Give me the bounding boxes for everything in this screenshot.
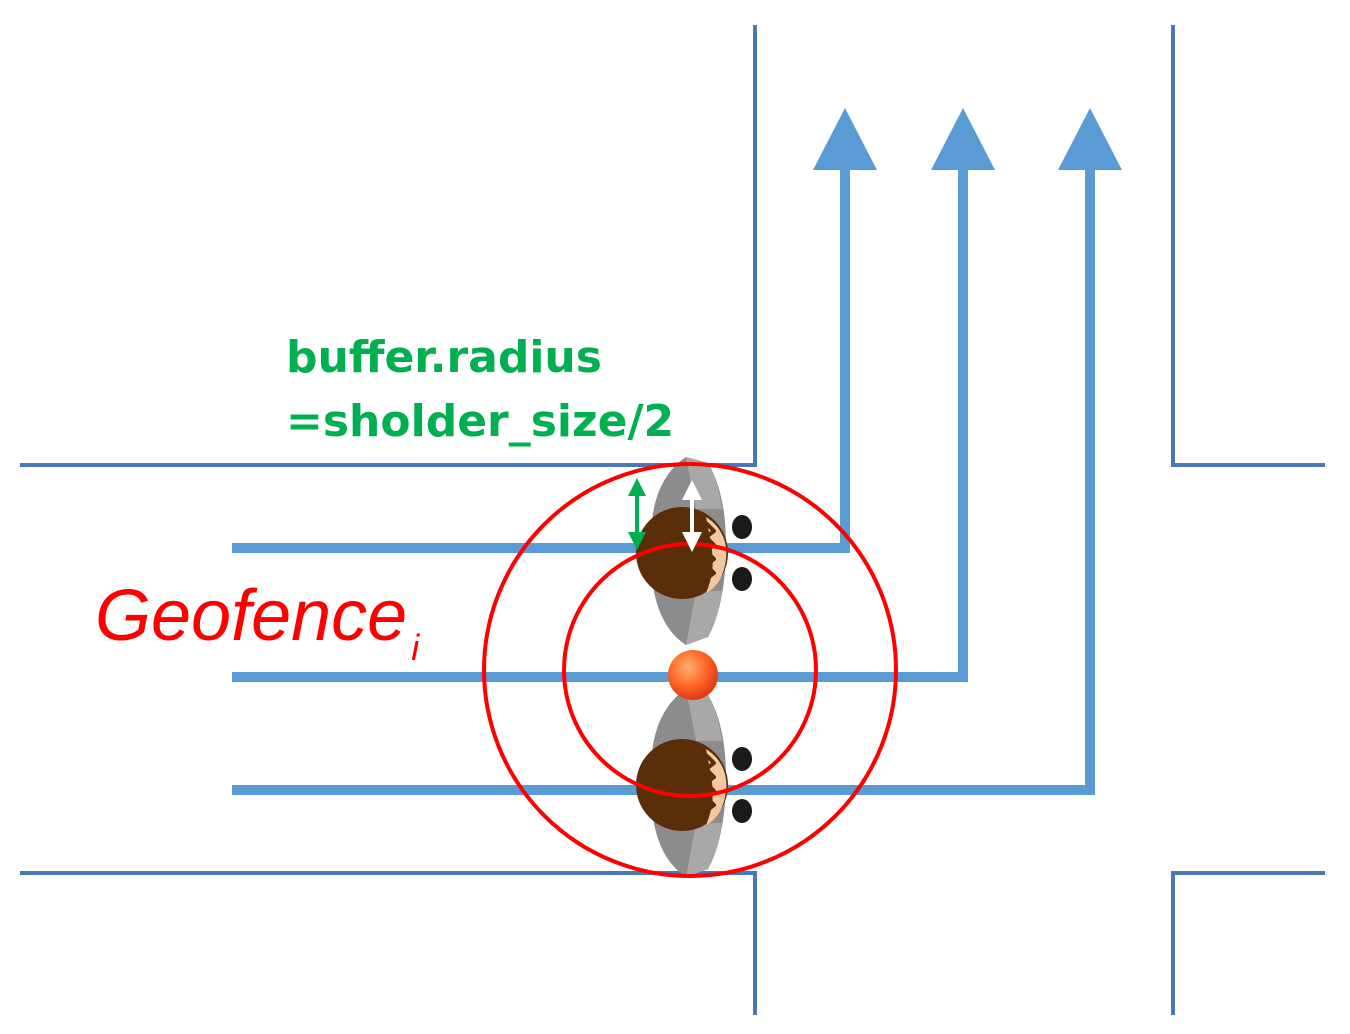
road-edge-top-left [20,25,757,467]
road-edges [20,25,1325,1015]
buffer-radius-label: buffer.radius [286,332,602,383]
arrow-up-icon [813,108,877,170]
geofence-label-subscript: i [411,627,420,668]
geofence-label-main: Geofence [95,576,407,656]
geofence-outer-circle [482,462,898,878]
buffer-radius-indicator [628,478,702,552]
geofence-label: Geofence i [95,576,420,668]
buffer-radius-formula: =sholder_size/2 [286,396,674,447]
path-2 [232,165,968,682]
road-edge-top-right [1171,25,1325,467]
road-edge-bottom-left [20,871,757,1015]
path-1 [232,165,850,553]
geofence-center-dot [668,650,718,700]
pedestrian-topview-icon [634,687,754,879]
arrow-up-icon [931,108,995,170]
arrow-up-icon [1058,108,1122,170]
pedestrian-paths [232,165,1095,795]
road-edge-bottom-right [1171,871,1325,1015]
path-3 [232,165,1095,795]
